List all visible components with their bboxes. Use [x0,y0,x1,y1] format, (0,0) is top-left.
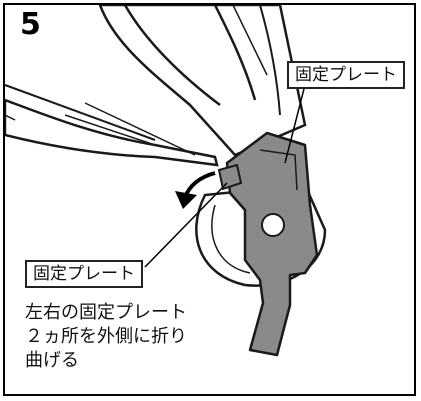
fold-arrow-icon [175,171,216,209]
leader-line-bottom [144,182,228,268]
instruction-line-1: 左右の固定プレート [25,302,187,323]
tool-body [98,5,307,157]
leader-lines [144,84,306,268]
callout-fixing-plate-right: 固定プレート [287,61,405,89]
diagram-frame: 5 固定プレート 固定プレート 左右の固定プレート ２ヵ所を外側に折り 曲げる [3,3,416,396]
instruction-line-2: ２ヵ所を外側に折り [25,326,187,347]
leader-line-top [284,84,306,164]
instruction-line-3: 曲げる [25,350,79,371]
pliers [5,84,219,167]
illustration [5,5,327,357]
instruction-text: 左右の固定プレート ２ヵ所を外側に折り 曲げる [25,301,275,373]
step-number: 5 [17,7,44,43]
plate-tab [217,163,243,191]
fixing-plate [225,131,319,357]
callout-fixing-plate-left: 固定プレート [25,260,143,288]
